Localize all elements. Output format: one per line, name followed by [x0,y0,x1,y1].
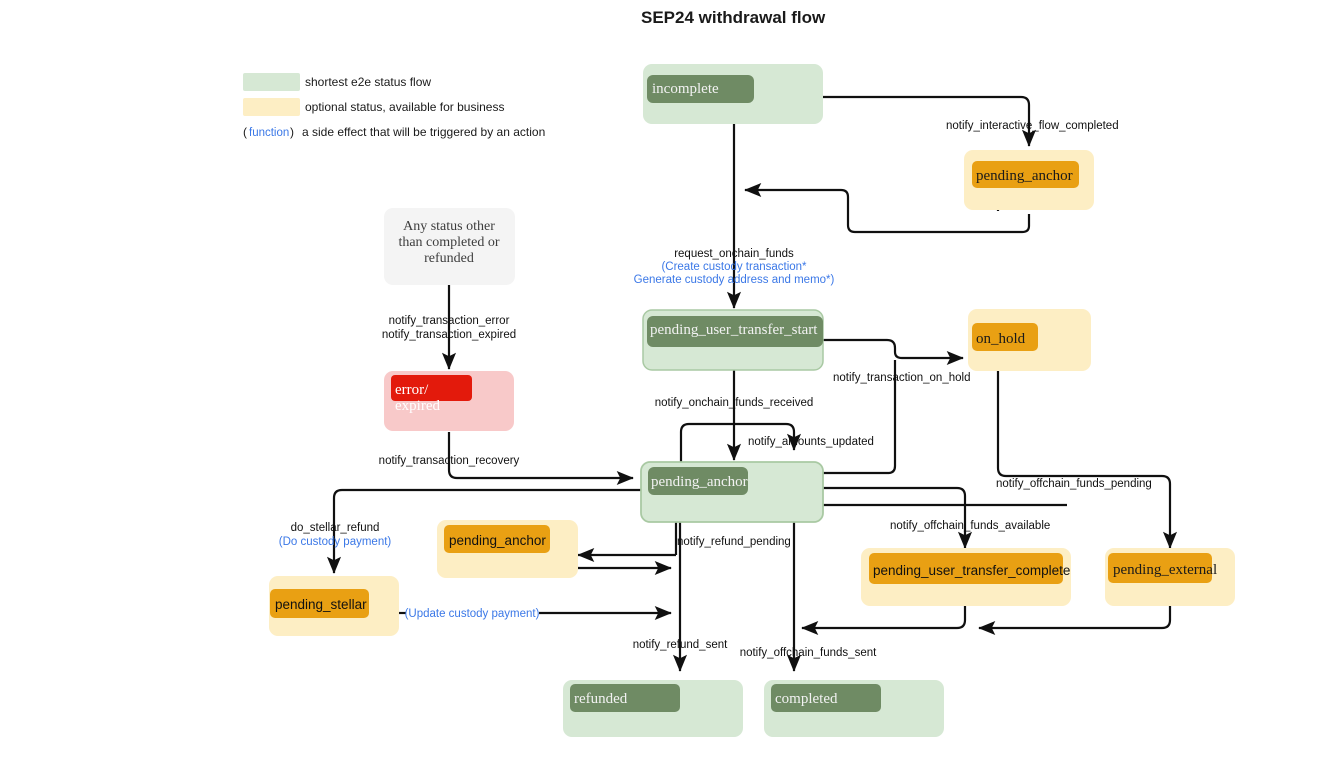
node-label-completed: completed [775,691,838,707]
edge-label-notify-transaction-error: notify_transaction_error [389,315,510,327]
edge-label-generate-custody-address: Generate custody address and memo*) [634,274,835,286]
note-line-3: refunded [424,251,474,266]
node-pending-stellar[interactable]: pending_stellar [269,576,399,636]
edge-label-notify-transaction-on-hold: notify_transaction_on_hold [833,372,970,384]
node-error-expired[interactable]: error/ expired [384,371,514,431]
node-label-incomplete: incomplete [652,81,719,97]
edge-label-notify-offchain-funds-available: notify_offchain_funds_available [890,520,1050,532]
page-title: SEP24 withdrawal flow [641,8,826,27]
edge-label-notify-amounts-updated: notify_amounts_updated [748,436,874,448]
node-on-hold[interactable]: on_hold [968,309,1091,371]
legend-swatch-orange [243,98,300,116]
note-line-1: Any status other [403,219,495,234]
edge-label-request-onchain-funds: request_onchain_funds [674,248,794,260]
node-label-error: error/ [395,382,429,398]
node-refunded[interactable]: refunded [563,680,743,737]
node-label-pending-stellar: pending_stellar [275,597,367,612]
edge-label-update-custody-payment: (Update custody payment) [405,608,540,620]
legend-function-close-paren: ) [290,125,294,139]
edge-label-notify-interactive-flow-completed: notify_interactive_flow_completed [946,120,1119,132]
node-label-pending-external: pending_external [1113,562,1217,578]
edge-label-notify-transaction-recovery: notify_transaction_recovery [379,455,520,467]
legend-function-label: a side effect that will be triggered by … [302,125,545,139]
node-label-pending-user-transfer-complete: pending_user_transfer_complete [873,563,1070,578]
node-label-on-hold: on_hold [976,331,1026,347]
node-any-status-note: Any status other than completed or refun… [384,208,515,285]
node-completed[interactable]: completed [764,680,944,737]
edge-label-notify-offchain-funds-sent: notify_offchain_funds_sent [740,647,877,659]
edge-label-do-stellar-refund: do_stellar_refund [291,522,380,534]
node-label-refunded: refunded [574,691,628,707]
node-pending-anchor-refund[interactable]: pending_anchor [437,520,578,578]
edge-label-notify-refund-sent: notify_refund_sent [633,639,728,651]
edge-label-notify-transaction-expired: notify_transaction_expired [382,329,516,341]
legend-function-word: function [249,127,289,139]
edge-label-create-custody-transaction: (Create custody transaction* [661,261,807,273]
node-pending-user-transfer-start[interactable]: pending_user_transfer_start [642,309,824,371]
node-pending-anchor-center[interactable]: pending_anchor [640,461,824,523]
note-line-2: than completed or [398,235,499,250]
node-label-expired: expired [395,398,440,414]
edge-label-notify-refund-pending: notify_refund_pending [677,536,791,548]
legend-label-green: shortest e2e status flow [305,75,431,89]
legend-swatch-green [243,73,300,91]
edges [326,95,1178,672]
node-label-pending-anchor-refund: pending_anchor [449,533,546,548]
node-label-pending-anchor-center: pending_anchor [651,474,748,490]
edge-label-notify-onchain-funds-received: notify_onchain_funds_received [655,397,814,409]
legend-label-orange: optional status, available for business [305,100,504,114]
node-pending-anchor-top[interactable]: pending_anchor [964,150,1094,210]
edge-labels: notify_interactive_flow_completed reques… [279,120,1152,659]
edge-label-notify-offchain-funds-pending: notify_offchain_funds_pending [996,478,1152,490]
node-label-pending-anchor-top: pending_anchor [976,168,1073,184]
node-label-pending-user-transfer-start: pending_user_transfer_start [650,322,818,338]
node-pending-user-transfer-complete[interactable]: pending_user_transfer_complete [861,548,1071,606]
node-incomplete[interactable]: incomplete [643,64,823,124]
node-pending-external[interactable]: pending_external [1105,548,1235,606]
edge-label-do-custody-payment: (Do custody payment) [279,536,392,548]
legend-function-open-paren: ( [243,125,247,139]
legend: shortest e2e status flow optional status… [243,73,545,139]
